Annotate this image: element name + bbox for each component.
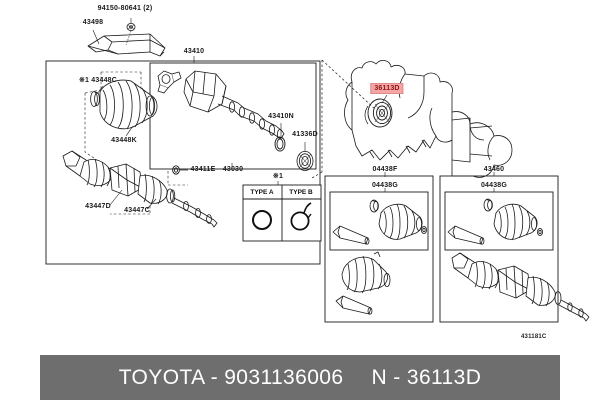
callout-41336d: 41336D bbox=[292, 131, 318, 138]
part-transaxle-housing bbox=[344, 60, 513, 178]
callout-43030: 43030 bbox=[222, 166, 244, 173]
footer-content: TOYOTA - 9031136006 N - 36113D bbox=[119, 366, 482, 390]
callout-43447c: 43447C bbox=[124, 207, 150, 214]
pointer-to-oil-seal bbox=[311, 59, 377, 179]
type-b-ring-illustration bbox=[290, 202, 312, 231]
highlighted-part-36113d: 36113D bbox=[370, 83, 404, 94]
type-b-header: TYPE B bbox=[289, 189, 313, 196]
footer-bar: TOYOTA - 9031136006 N - 36113D bbox=[40, 355, 560, 400]
left-panel-border bbox=[45, 60, 321, 265]
kit-subbox-04438g-left bbox=[329, 191, 429, 251]
part-94150-bolt bbox=[126, 22, 136, 31]
callout-43498: 43498 bbox=[82, 19, 104, 26]
footer-alt-partnumber: N - 36113D bbox=[371, 365, 482, 389]
kit-right-contents bbox=[447, 198, 590, 322]
callout-43411e: 43411E bbox=[190, 166, 216, 173]
callout-04438g-left: 04438G bbox=[371, 182, 399, 189]
kit-left-contents bbox=[332, 199, 427, 315]
callout-43460: 43460 bbox=[483, 166, 505, 173]
type-a-header: TYPE A bbox=[250, 189, 274, 196]
type-a-ring-illustration bbox=[252, 210, 272, 230]
part-43498-cover bbox=[87, 33, 166, 57]
callout-43410: 43410 bbox=[183, 48, 205, 55]
leader-lines-top bbox=[92, 18, 132, 46]
callout-43448c: ※1 43448C bbox=[78, 77, 118, 84]
callout-04438f: 04438F bbox=[372, 166, 398, 173]
callout-43447d: 43447D bbox=[85, 203, 111, 210]
part-36113d-oil-seal bbox=[364, 98, 393, 128]
kit-box-04438f bbox=[324, 175, 434, 323]
part-43448k-boot bbox=[99, 79, 158, 130]
drawing-reference-code: 431181C bbox=[521, 334, 547, 340]
callout-43410n: 43410N bbox=[268, 113, 294, 120]
callout-04438g-right: 04438G bbox=[480, 182, 508, 189]
kit-subbox-04438g-right bbox=[444, 191, 554, 251]
kit-box-43460 bbox=[439, 175, 559, 323]
part-43448c-clamp bbox=[90, 91, 100, 107]
part-43411e-ring bbox=[172, 165, 180, 175]
callout-94150-80641: 94150-80641 (2) bbox=[97, 5, 153, 12]
kit-label-leaders bbox=[384, 172, 495, 192]
part-43447-driveshaft bbox=[62, 150, 218, 228]
callout-note-1: ※1 bbox=[272, 173, 284, 180]
footer-brand-partnumber: TOYOTA - 9031136006 bbox=[118, 365, 344, 389]
part-41336d-seal bbox=[296, 150, 314, 171]
callout-43448k: 43448K bbox=[111, 137, 137, 144]
part-43410n-ring bbox=[274, 136, 286, 152]
part-43410-joint-assembly bbox=[157, 70, 285, 139]
